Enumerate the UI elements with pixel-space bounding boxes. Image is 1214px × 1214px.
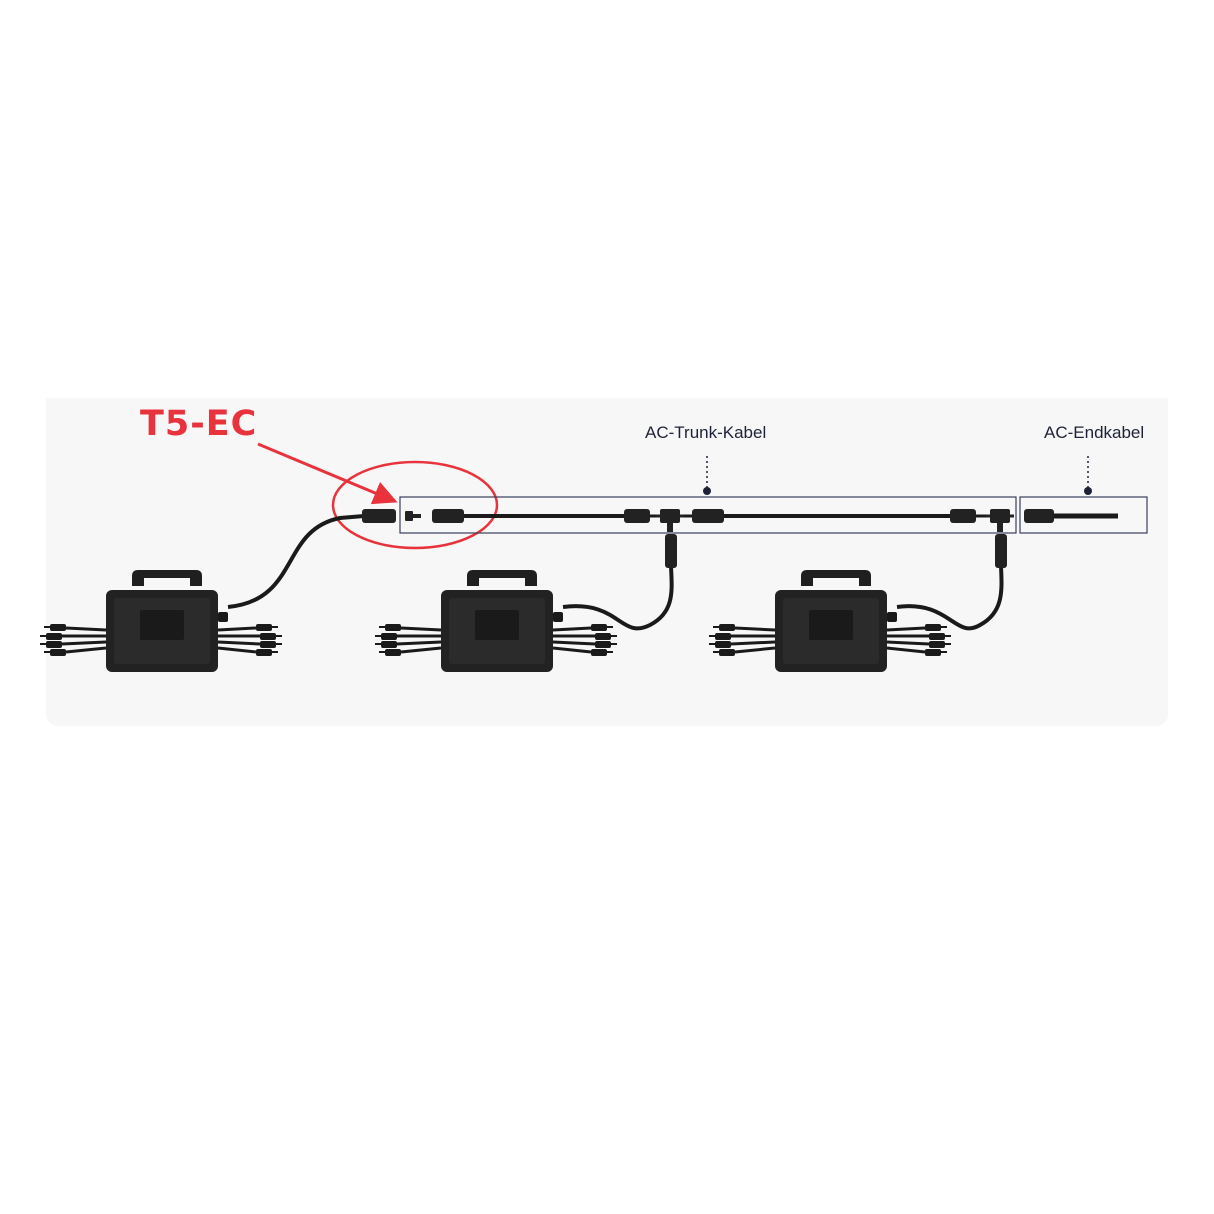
- end-cable-label: AC-Endkabel: [1044, 423, 1145, 442]
- trunk-cable-label: AC-Trunk-Kabel: [645, 423, 767, 442]
- microinverter-3: [707, 568, 953, 674]
- t-connector-1: [654, 507, 686, 534]
- trunk-cable-box: [399, 496, 1017, 534]
- microinverter-2: [373, 568, 619, 674]
- callout-label: T5-EC: [140, 404, 258, 444]
- microinverter-1: [38, 568, 284, 674]
- end-cable: [1024, 509, 1118, 523]
- end-cable-box: [1019, 496, 1148, 534]
- inverter-3-ac-cable: [896, 565, 1004, 631]
- t5-ec-connector: [405, 511, 421, 521]
- diagram-panel: [46, 398, 1168, 726]
- inverter-1-connector: [362, 509, 396, 523]
- trunk-leader-dot: [703, 487, 711, 495]
- inverter-3-connector: [995, 534, 1007, 568]
- callout-arrow: [257, 442, 398, 505]
- end-leader-dot: [1084, 487, 1092, 495]
- inverter-2-ac-cable: [562, 565, 674, 631]
- t-connector-2: [984, 507, 1016, 534]
- trunk-cable: [432, 509, 990, 523]
- inverter-1-ac-cable: [227, 514, 365, 609]
- highlight-ellipse: [331, 460, 499, 550]
- inverter-2-connector: [665, 534, 677, 568]
